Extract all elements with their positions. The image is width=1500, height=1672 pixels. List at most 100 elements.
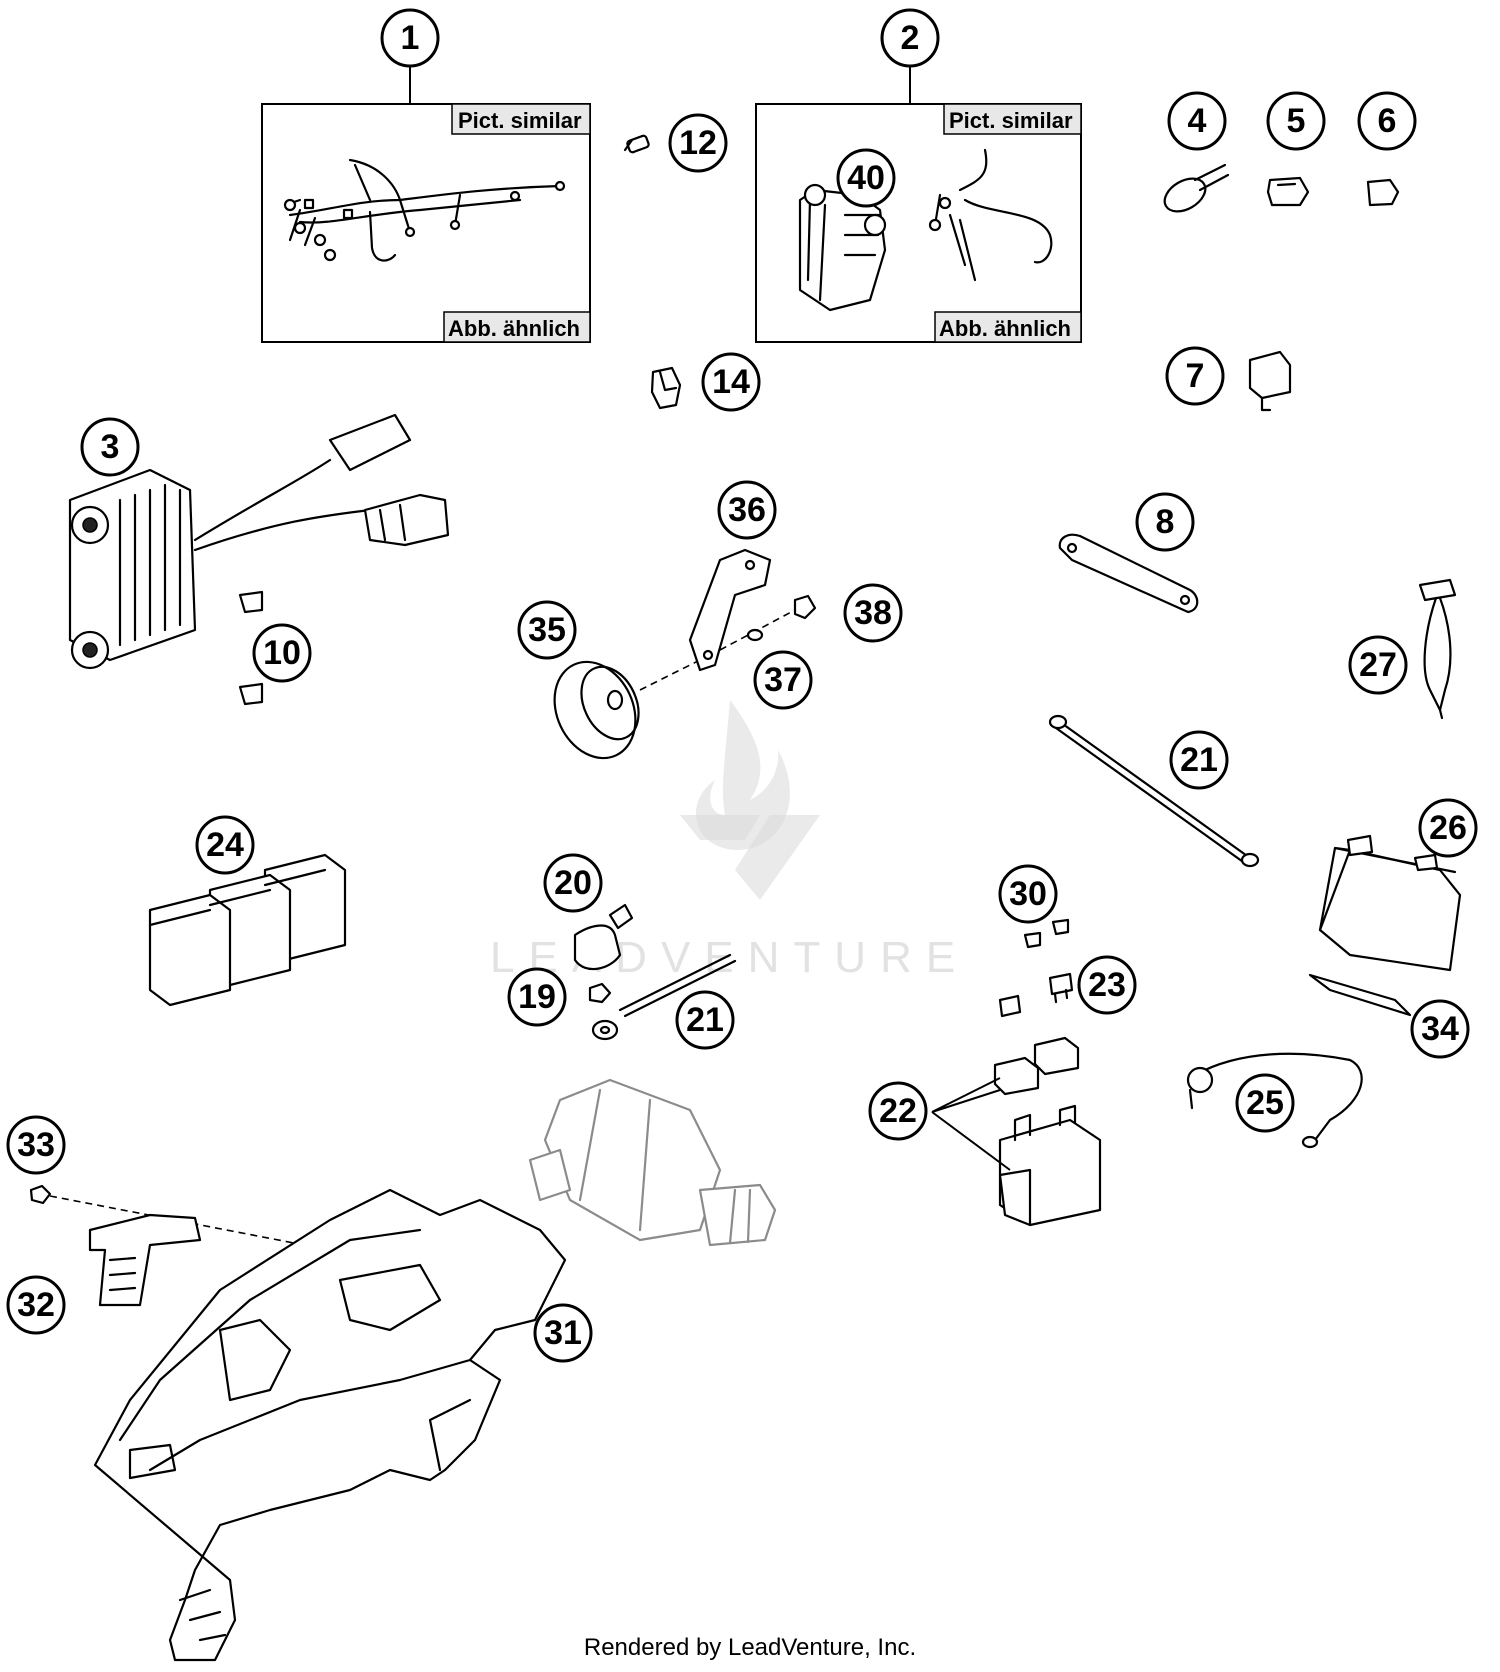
watermark: LEADVENTURE [490, 700, 969, 982]
callout-5: 5 [1266, 91, 1326, 151]
callout-10-label: 10 [263, 634, 301, 672]
callout-33: 33 [6, 1115, 66, 1175]
part-25-battery-cable [1186, 1052, 1363, 1149]
callout-14: 14 [701, 352, 761, 412]
callout-14-label: 14 [712, 363, 750, 401]
part-30-screws [1023, 918, 1070, 949]
callout-12: 12 [668, 113, 728, 173]
part-19-nut [588, 982, 612, 1004]
callout-32: 32 [6, 1275, 66, 1335]
callout-12-label: 12 [679, 124, 717, 162]
part-26-battery [1318, 834, 1462, 972]
callout-8: 8 [1135, 492, 1195, 552]
callout-38: 38 [843, 583, 903, 643]
callout-23: 23 [1077, 955, 1137, 1015]
inset-1-bottom-label: Abb. ähnlich [448, 316, 580, 341]
callout-2: 2 [880, 8, 940, 68]
callout-27-label: 27 [1359, 646, 1397, 684]
callout-2-label: 2 [901, 19, 920, 57]
callout-22-label: 22 [879, 1092, 917, 1130]
part-14-connector [650, 366, 682, 410]
part-33-nut [29, 1184, 461, 1276]
callout-38-label: 38 [854, 594, 892, 632]
callout-36-label: 36 [728, 491, 766, 529]
callout-21-lower: 21 [675, 990, 735, 1050]
part-23-fuses [998, 972, 1074, 1018]
callout-24-label: 24 [206, 826, 244, 864]
inset-1-top-label: Pict. similar [458, 108, 582, 133]
callout-30-label: 30 [1009, 875, 1047, 913]
callout-40-label: 40 [847, 159, 885, 197]
callout-1: 1 [380, 8, 440, 68]
inset-2-top-label: Pict. similar [949, 108, 1073, 133]
part-32-bracket [88, 1213, 202, 1307]
inset-2-bottom-label: Abb. ähnlich [939, 316, 1071, 341]
callout-19: 19 [507, 967, 567, 1027]
callout-22: 22 [868, 1081, 928, 1141]
callout-25: 25 [1235, 1073, 1295, 1133]
part-34-battery-pad [1308, 973, 1412, 1017]
callout-1-label: 1 [401, 19, 420, 57]
callout-31-label: 31 [544, 1314, 582, 1352]
callout-21-upper-label: 21 [1180, 741, 1218, 779]
callout-20: 20 [543, 853, 603, 913]
part-8-strap [1058, 533, 1199, 614]
part-21-ground-cable-upper [1048, 714, 1260, 868]
footer-credit: Rendered by LeadVenture, Inc. [584, 1634, 916, 1661]
callout-25-label: 25 [1246, 1084, 1284, 1122]
callout-24: 24 [195, 815, 255, 875]
callout-7-label: 7 [1186, 357, 1205, 395]
switch-assembly-drawing [798, 148, 1053, 312]
callout-21-upper: 21 [1169, 730, 1229, 790]
callout-30: 30 [998, 864, 1058, 924]
part-21-cable-lower [591, 953, 737, 1041]
callout-32-label: 32 [17, 1286, 55, 1324]
callout-6-label: 6 [1378, 102, 1397, 140]
callout-5-label: 5 [1287, 102, 1306, 140]
callout-35: 35 [517, 600, 577, 660]
part-12-bulb [623, 134, 650, 154]
callout-35-label: 35 [528, 611, 566, 649]
callout-37-label: 37 [764, 661, 802, 699]
starter-motor-ghost [528, 1078, 777, 1247]
callout-4-label: 4 [1188, 102, 1207, 140]
callout-3: 3 [80, 417, 140, 477]
watermark-text: LEADVENTURE [490, 933, 969, 982]
part-6-clip [1366, 178, 1400, 207]
part-20-terminal-cap [573, 903, 634, 971]
inset-wiring-harness: Pict. similar Abb. ähnlich [261, 66, 591, 343]
callout-26-label: 26 [1429, 809, 1467, 847]
callout-21-lower-label: 21 [686, 1001, 724, 1039]
part-10-screws [238, 590, 264, 706]
horn-assembly [553, 548, 817, 760]
part-4-cable-tie [1163, 163, 1230, 213]
callout-10: 10 [252, 623, 312, 683]
part-5-clip [1266, 176, 1310, 207]
part-7-relay [1248, 350, 1292, 412]
part-31-frame [93, 1188, 567, 1662]
callout-34: 34 [1410, 999, 1470, 1059]
callout-36: 36 [717, 480, 777, 540]
watermark-flame-icon [695, 700, 790, 850]
callout-8-label: 8 [1156, 503, 1175, 541]
callout-3-label: 3 [101, 428, 120, 466]
wiring-harness-drawing [283, 158, 566, 262]
callout-34-label: 34 [1421, 1010, 1459, 1048]
callout-23-label: 23 [1088, 966, 1126, 1004]
callout-31: 31 [533, 1303, 593, 1363]
callout-6: 6 [1357, 91, 1417, 151]
part-3-voltage-regulator [68, 413, 450, 670]
inset-handlebar-switch: Pict. similar Abb. ähnlich [755, 66, 1082, 343]
part-27-fuse-holder [1418, 578, 1457, 720]
callout-7: 7 [1165, 346, 1225, 406]
callout-40: 40 [836, 148, 896, 208]
part-24-relays [148, 853, 347, 1007]
watermark-v-icon [680, 815, 820, 900]
callout-20-label: 20 [554, 864, 592, 902]
callout-27: 27 [1348, 635, 1408, 695]
part-22-starter-relay [931, 1036, 1102, 1227]
callout-33-label: 33 [17, 1126, 55, 1164]
callout-37: 37 [753, 650, 813, 710]
callout-19-label: 19 [518, 978, 556, 1016]
